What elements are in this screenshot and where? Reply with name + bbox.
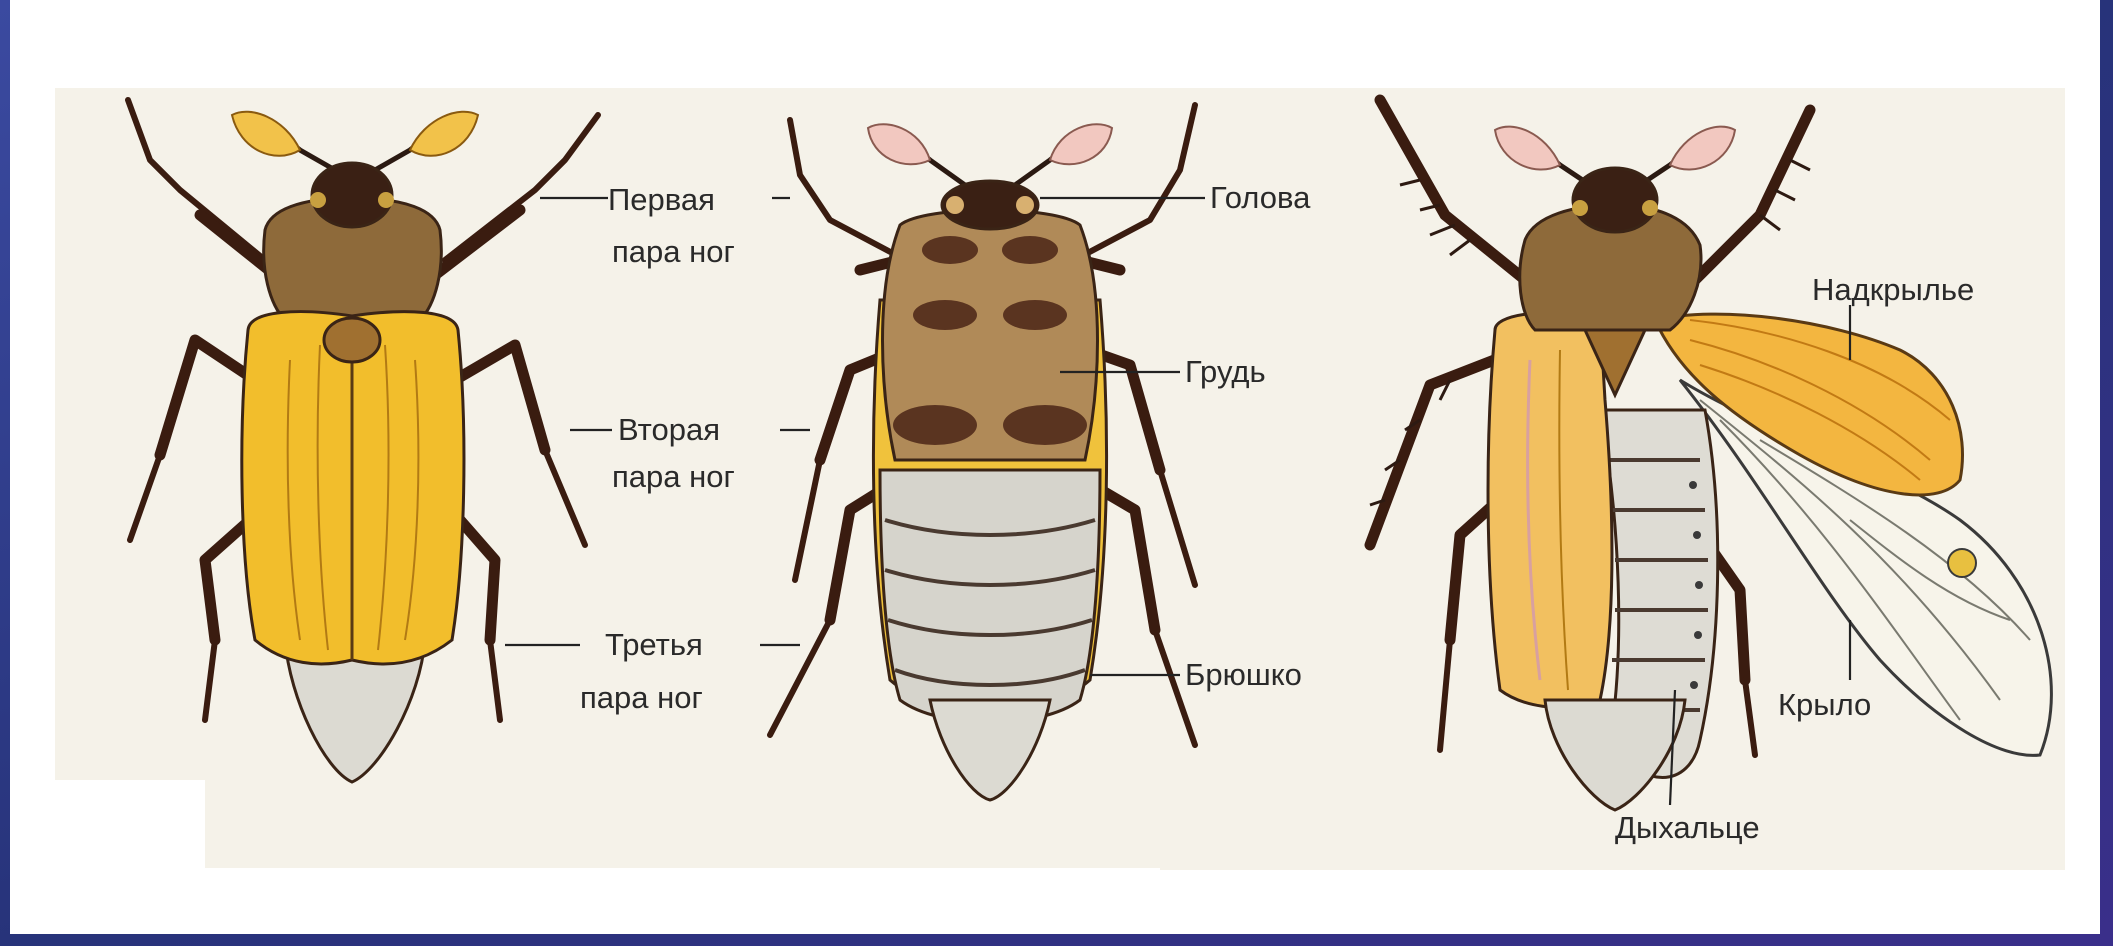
label-second-legs-line2: пара ног xyxy=(612,459,735,494)
label-second-legs-line1: Вторая xyxy=(618,412,720,447)
label-wing: Крыло xyxy=(1778,687,1871,722)
label-third-legs-line2: пара ног xyxy=(580,680,703,715)
label-head: Голова xyxy=(1210,180,1311,215)
label-first-legs-line2: пара ног xyxy=(612,234,735,269)
label-third-legs-line1: Третья xyxy=(605,627,703,662)
label-spiracle: Дыхальце xyxy=(1615,810,1760,845)
label-first-legs-line1: Первая xyxy=(608,182,715,217)
label-abdomen: Брюшко xyxy=(1185,657,1302,692)
label-thorax: Грудь xyxy=(1185,354,1266,389)
label-elytron: Надкрылье xyxy=(1812,272,1974,307)
